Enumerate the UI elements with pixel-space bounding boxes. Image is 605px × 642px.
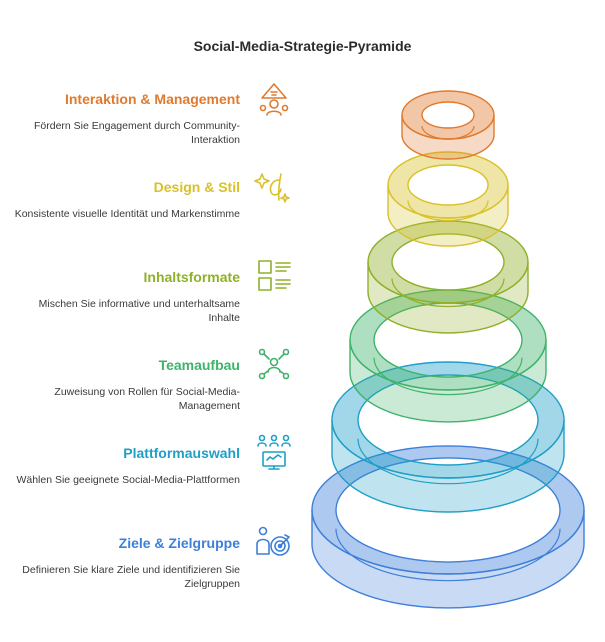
step-heading: Interaktion & Management — [64, 91, 240, 107]
ring-inner — [407, 200, 489, 221]
step-design: Design & Stil Konsistente visuelle Ident… — [10, 178, 240, 221]
step-interaktion: Interaktion & Management Fördern Sie Eng… — [10, 90, 240, 147]
step-ziele: Ziele & Zielgruppe Definieren Sie klare … — [10, 534, 240, 591]
ring-inner — [357, 438, 539, 485]
step-heading: Inhaltsformate — [143, 269, 240, 285]
step-plattformauswahl: Plattformauswahl Wählen Sie geeignete So… — [10, 444, 240, 487]
ring-inner — [335, 528, 561, 582]
step-description: Konsistente visuelle Identität und Marke… — [14, 208, 240, 220]
ring-top — [349, 289, 547, 391]
step-teamaufbau: Teamaufbau Zuweisung von Rollen für Soci… — [10, 356, 240, 413]
ring-6 — [311, 445, 585, 609]
step-description: Definieren Sie klare Ziele und identifiz… — [22, 564, 240, 590]
team-network-icon — [254, 344, 294, 384]
step-description: Fördern Sie Engagement durch Community-I… — [33, 120, 240, 146]
ring-top — [387, 151, 509, 219]
page-title: Social-Media-Strategie-Pyramide — [193, 38, 412, 54]
step-heading: Design & Stil — [153, 179, 240, 195]
step-description: Mischen Sie informative und unterhaltsam… — [38, 298, 240, 324]
step-heading: Teamaufbau — [158, 357, 240, 373]
step-heading: Ziele & Zielgruppe — [118, 535, 240, 551]
target-audience-icon — [254, 522, 294, 562]
step-description: Wählen Sie geeignete Social-Media-Plattf… — [16, 474, 240, 486]
content-list-icon — [254, 256, 294, 296]
step-inhaltsformate: Inhaltsformate Mischen Sie informative u… — [10, 268, 240, 325]
ring-1 — [401, 90, 495, 160]
step-description: Zuweisung von Rollen für Social-Media-Ma… — [54, 386, 240, 412]
ring-3 — [367, 220, 529, 334]
ring-5 — [331, 361, 565, 513]
platform-selection-icon — [254, 432, 294, 472]
ring-inner — [391, 278, 505, 308]
ring-top — [401, 90, 495, 140]
ring-2 — [387, 151, 509, 247]
ring-inner — [421, 125, 475, 140]
step-heading: Plattformauswahl — [123, 445, 240, 461]
ring-inner — [373, 357, 523, 396]
ring-side — [311, 509, 585, 609]
community-interaction-icon — [254, 80, 294, 120]
ring-top — [311, 445, 585, 575]
ring-top — [331, 361, 565, 479]
design-sparkle-icon — [254, 168, 294, 208]
ring-4 — [349, 289, 547, 423]
